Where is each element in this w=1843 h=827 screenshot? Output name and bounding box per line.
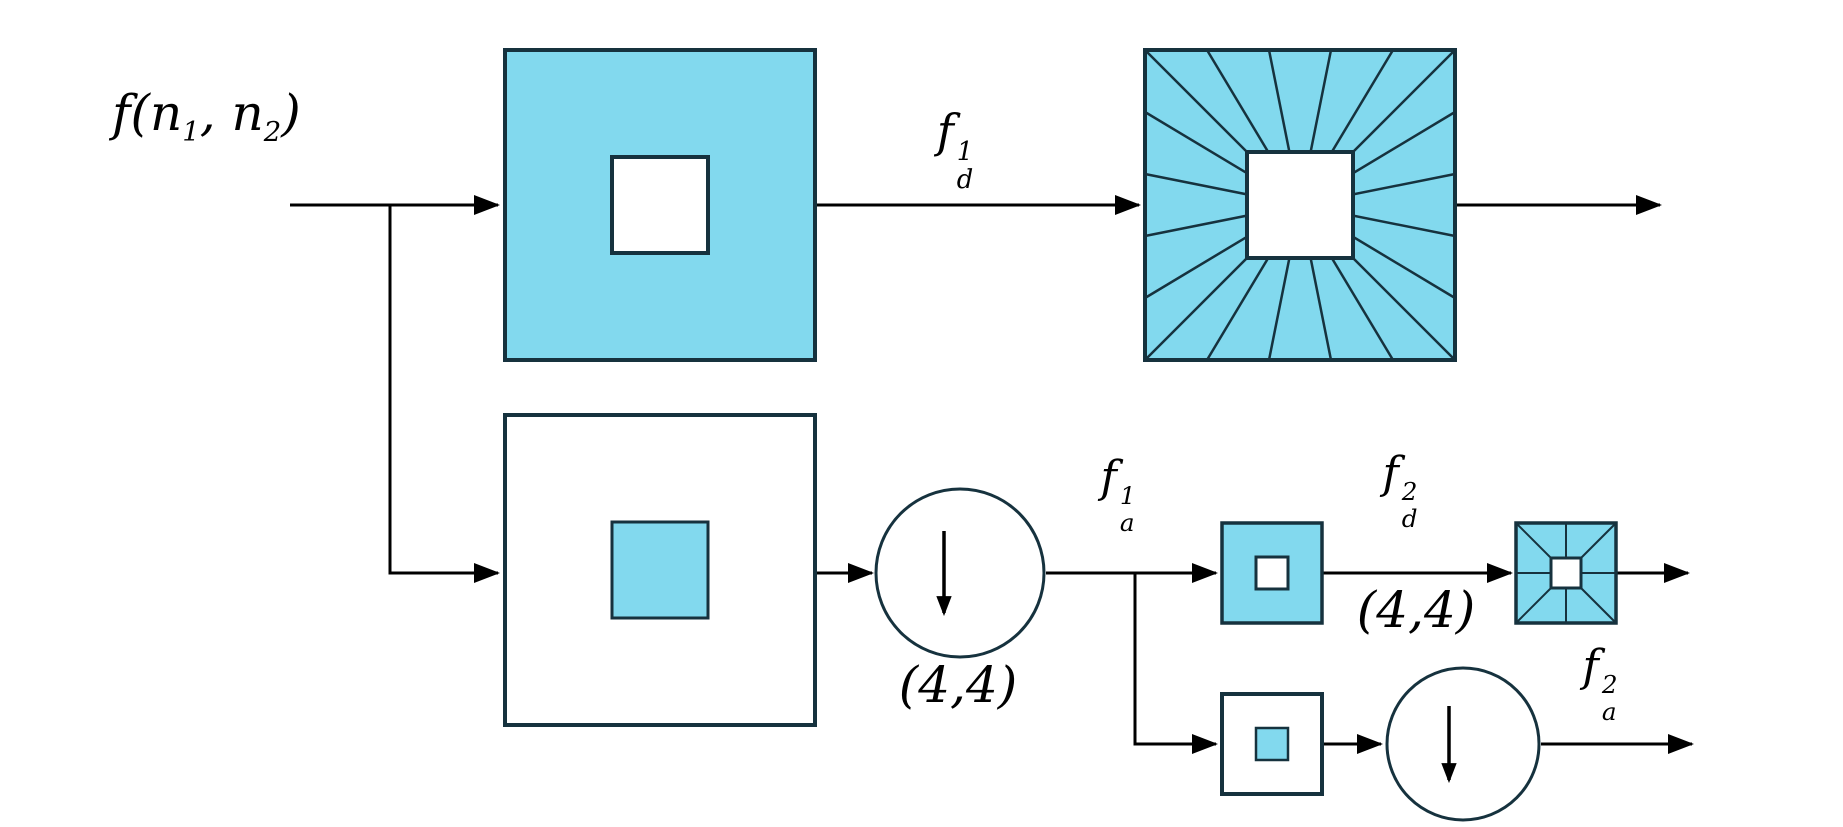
downsampler-2-label: (4,4) — [1356, 581, 1476, 639]
downsampler-circle — [1385, 666, 1541, 822]
subband-outer — [1220, 521, 1324, 625]
lowpass-subband-large — [503, 413, 817, 727]
math-sup: 2 — [1401, 477, 1418, 507]
input-label-sub: 1 — [182, 116, 200, 148]
arrow-branch-lowpass-2 — [1133, 573, 1218, 754]
math-base: f — [936, 104, 954, 158]
highpass-subband-large — [503, 48, 817, 362]
input-signal-label: f(n1, n2) — [112, 88, 301, 147]
input-label-part: f(n — [112, 84, 183, 142]
math-sub: d — [956, 164, 974, 195]
math-sup: 1 — [1119, 481, 1136, 511]
input-label-sub: 2 — [263, 116, 282, 148]
subband-passband — [610, 520, 710, 620]
fan-hole — [1549, 556, 1583, 590]
math-sup: 1 — [956, 136, 974, 167]
math-sub: a — [1119, 507, 1135, 537]
directional-filter-small — [1514, 521, 1618, 625]
math-base: f — [1582, 641, 1599, 692]
math-sub: a — [1601, 696, 1617, 726]
subband-hole — [1254, 555, 1290, 591]
lowpass-subband-small — [1220, 692, 1324, 796]
downsampler-1-label: (4,4) — [898, 656, 1018, 714]
math-base: f — [1100, 452, 1117, 503]
downsampler-circle — [874, 487, 1046, 659]
subband-outer — [1220, 692, 1324, 796]
subband-passband — [1254, 726, 1290, 762]
connector-lines — [290, 195, 1694, 754]
arrow-branch-lowpass — [388, 205, 500, 583]
input-label-part: ) — [281, 84, 301, 142]
downsampler-2 — [1385, 666, 1541, 822]
input-label-part: , n — [199, 84, 264, 142]
highpass-subband-small — [1220, 521, 1324, 625]
directional-filter-large — [1143, 48, 1457, 362]
math-sup: 2 — [1601, 670, 1618, 700]
fan-hole — [1245, 150, 1355, 260]
math-sub: d — [1401, 503, 1418, 533]
math-base: f — [1382, 448, 1399, 499]
downsampler-1 — [874, 487, 1046, 659]
subband-hole — [610, 155, 710, 255]
